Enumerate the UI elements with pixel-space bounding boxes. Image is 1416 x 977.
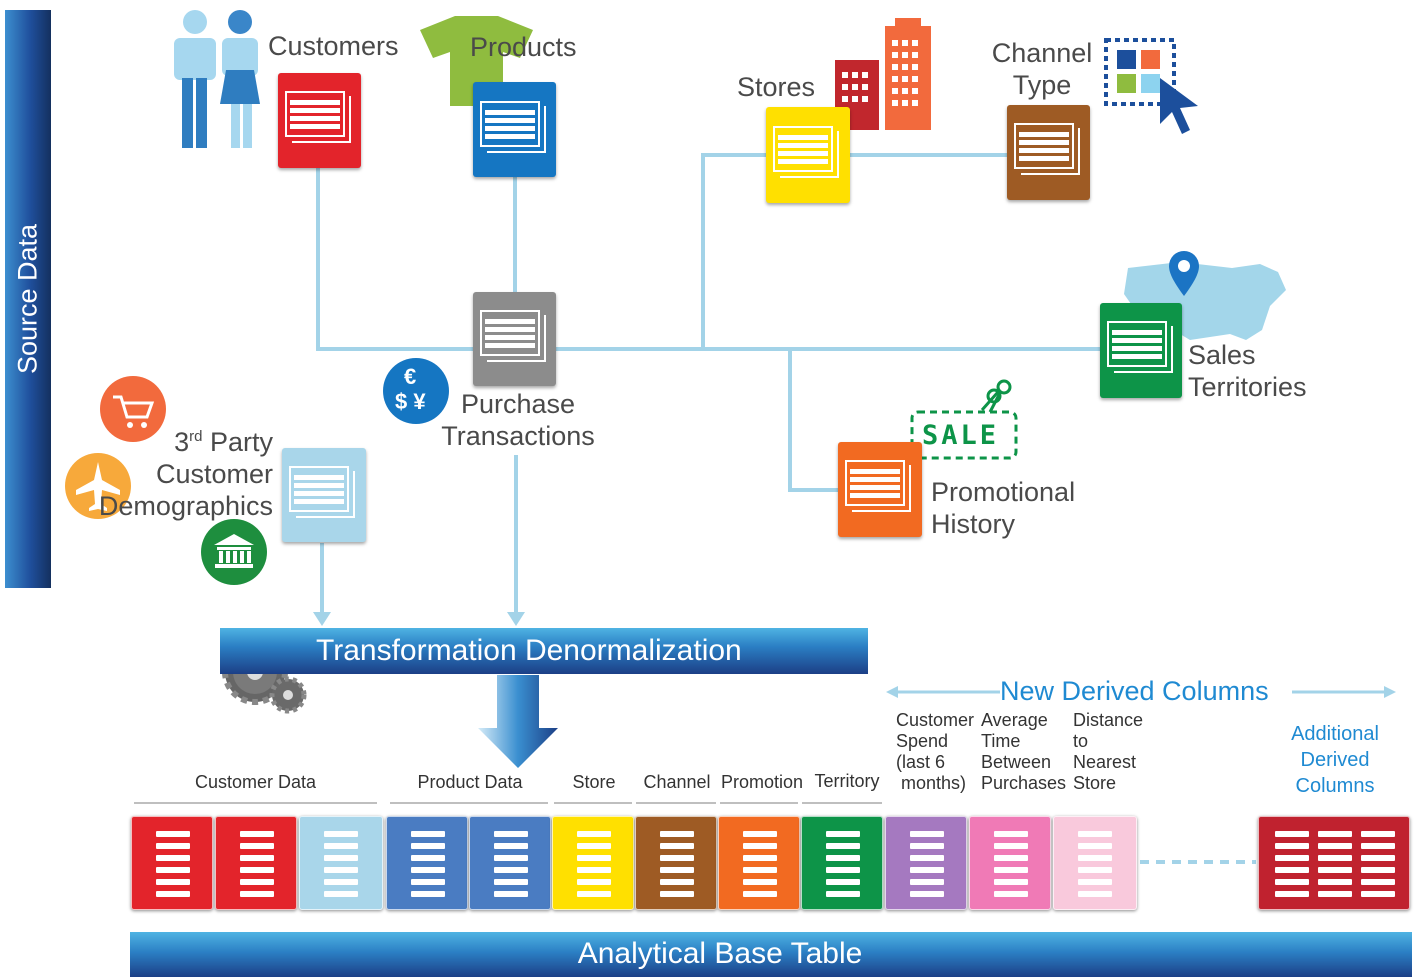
transformation-band: Transformation Denormalization bbox=[220, 628, 868, 674]
promo-table-icon bbox=[838, 442, 922, 537]
transformation-label: Transformation Denormalization bbox=[316, 634, 742, 667]
group-store: Store bbox=[572, 772, 616, 792]
group-territory: Territory bbox=[814, 771, 880, 791]
abt-col-territory bbox=[801, 816, 883, 910]
scissors-icon bbox=[980, 379, 1012, 413]
currency-icon bbox=[383, 358, 449, 424]
map-pin-icon bbox=[1169, 251, 1199, 296]
abt-col-distance bbox=[1053, 816, 1137, 910]
abt-col-average-time bbox=[969, 816, 1051, 910]
bank-icon bbox=[201, 519, 267, 585]
cart-icon bbox=[100, 376, 166, 442]
connector-lines bbox=[316, 153, 1103, 615]
abt-col-product-2 bbox=[469, 816, 551, 910]
down-arrow-icon bbox=[478, 675, 558, 768]
additional-derived-columns-label: Additional Derived Columns bbox=[1291, 723, 1379, 797]
tshirt-icon bbox=[420, 16, 533, 106]
source-data-sidebar bbox=[5, 10, 51, 588]
airplane-icon bbox=[65, 453, 131, 519]
sales-territories-label: Sales Territories bbox=[1188, 340, 1307, 402]
customers-label: Customers bbox=[268, 31, 399, 61]
analytical-base-table-label: Analytical Base Table bbox=[577, 937, 863, 970]
abt-col-product-1 bbox=[386, 816, 468, 910]
customers-table-icon bbox=[278, 73, 361, 168]
channel-table-icon bbox=[1007, 105, 1090, 200]
abt-col-promotion bbox=[718, 816, 800, 910]
channel-type-label: Channel Type bbox=[991, 38, 1093, 100]
abt-col-customer-1 bbox=[131, 816, 213, 910]
sales-table-icon bbox=[1100, 303, 1182, 398]
currency-euro-text: € bbox=[404, 364, 417, 389]
people-icon bbox=[174, 10, 260, 148]
group-promotion: Promotion bbox=[720, 772, 804, 792]
abt-col-customer-3 bbox=[299, 816, 383, 910]
third-party-table-icon bbox=[282, 448, 366, 542]
products-table-icon bbox=[473, 82, 556, 177]
stores-label: Stores bbox=[737, 72, 816, 102]
third-party-label: 3rd Party Customer Demographics bbox=[98, 427, 273, 521]
currency-dollar-yen-text: $ ¥ bbox=[395, 389, 426, 414]
abt-col-customer-spend bbox=[885, 816, 967, 910]
sale-tag-text: SALE bbox=[922, 420, 1000, 451]
stores-table-icon bbox=[766, 107, 850, 203]
promotional-history-label: Promotional History bbox=[931, 477, 1076, 539]
abt-col-store bbox=[552, 816, 634, 910]
group-channel: Channel bbox=[643, 772, 711, 792]
abt-col-additional bbox=[1258, 816, 1410, 910]
group-customer-data: Customer Data bbox=[194, 772, 317, 792]
purchase-transactions-label: Purchase Transactions bbox=[441, 389, 595, 451]
abt-col-customer-2 bbox=[215, 816, 297, 910]
cursor-grid-icon bbox=[1104, 38, 1198, 134]
purchase-table-icon bbox=[473, 292, 556, 386]
new-derived-columns-header: New Derived Columns bbox=[1000, 676, 1269, 706]
abt-col-channel bbox=[635, 816, 717, 910]
analytical-base-table-band: Analytical Base Table bbox=[130, 932, 1412, 977]
products-label: Products bbox=[470, 32, 577, 62]
group-product-data: Product Data bbox=[417, 772, 523, 792]
